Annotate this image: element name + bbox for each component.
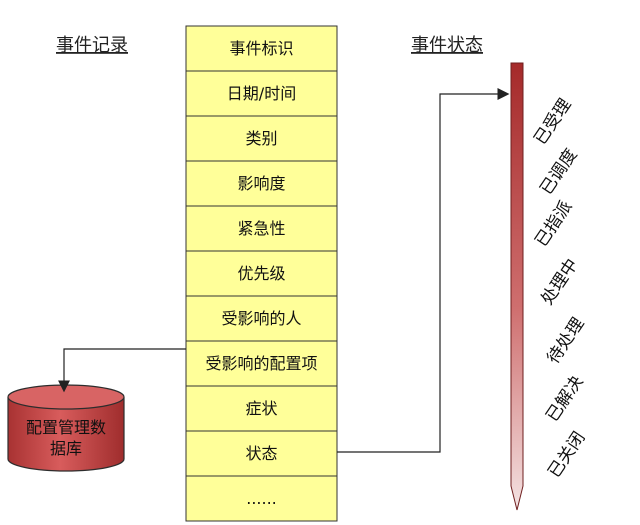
status-label: 处理中 <box>537 255 582 308</box>
database-cylinder: 配置管理数 据库 <box>7 384 125 472</box>
field-label: ...... <box>246 489 277 508</box>
status-label: 待处理 <box>543 314 588 367</box>
field-label: 紧急性 <box>237 219 285 238</box>
status-link-line <box>337 88 510 453</box>
field-cell <box>185 25 338 72</box>
config-link-line <box>58 348 186 393</box>
status-timeline <box>510 62 524 511</box>
field-cell <box>185 340 338 387</box>
status-label: 已调度 <box>536 145 581 198</box>
right-heading: 事件状态 <box>411 35 483 56</box>
database-label-line2: 据库 <box>50 439 82 458</box>
field-cell <box>185 430 338 477</box>
field-label: 状态 <box>245 444 277 463</box>
database-label-line1: 配置管理数 <box>26 418 106 437</box>
field-cell <box>185 115 338 162</box>
field-label: 受影响的人 <box>221 309 301 328</box>
incident-record-fields: 事件标识日期/时间类别影响度紧急性优先级受影响的人受影响的配置项症状状态....… <box>185 25 338 522</box>
field-label: 影响度 <box>237 174 285 193</box>
status-label: 已解决 <box>542 372 587 425</box>
field-cell <box>185 475 338 522</box>
field-cell <box>185 250 338 297</box>
status-label: 已关闭 <box>544 428 589 481</box>
field-label: 事件标识 <box>229 39 293 58</box>
left-heading: 事件记录 <box>56 35 128 56</box>
field-cell <box>185 70 338 117</box>
field-cell <box>185 160 338 207</box>
status-label: 已指派 <box>531 197 576 250</box>
field-label: 受影响的配置项 <box>205 354 317 373</box>
field-label: 类别 <box>245 129 277 148</box>
status-label: 已受理 <box>530 95 575 148</box>
field-label: 日期/时间 <box>227 84 296 103</box>
field-label: 优先级 <box>237 264 285 283</box>
field-label: 症状 <box>245 399 277 418</box>
